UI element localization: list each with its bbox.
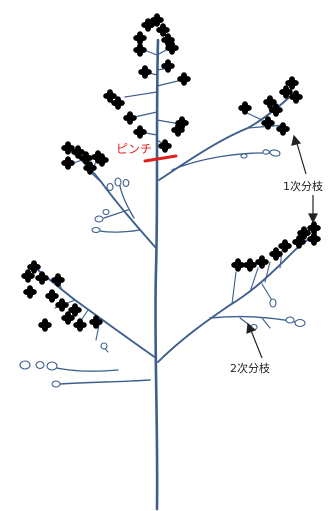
secondary-branch-label: 2次分枝 <box>230 361 270 375</box>
top-raceme-flowers <box>103 13 191 153</box>
buds <box>19 149 306 388</box>
arrow-primary-up <box>295 139 307 175</box>
lower-left-flowers <box>21 260 103 332</box>
main-stem <box>154 38 160 511</box>
lower-right-flowers <box>231 221 321 272</box>
pinch-label: ピンチ <box>116 142 152 156</box>
pinch-mark <box>143 154 178 163</box>
lower-right-branch <box>157 232 317 363</box>
upper-right-flowers <box>238 76 303 136</box>
arrow-secondary <box>249 327 263 359</box>
annotation-arrows <box>246 134 318 359</box>
primary-branch-label: 1次分枝 <box>283 179 323 193</box>
upper-left-flowers <box>61 141 109 175</box>
upper-left-branch <box>67 151 157 249</box>
